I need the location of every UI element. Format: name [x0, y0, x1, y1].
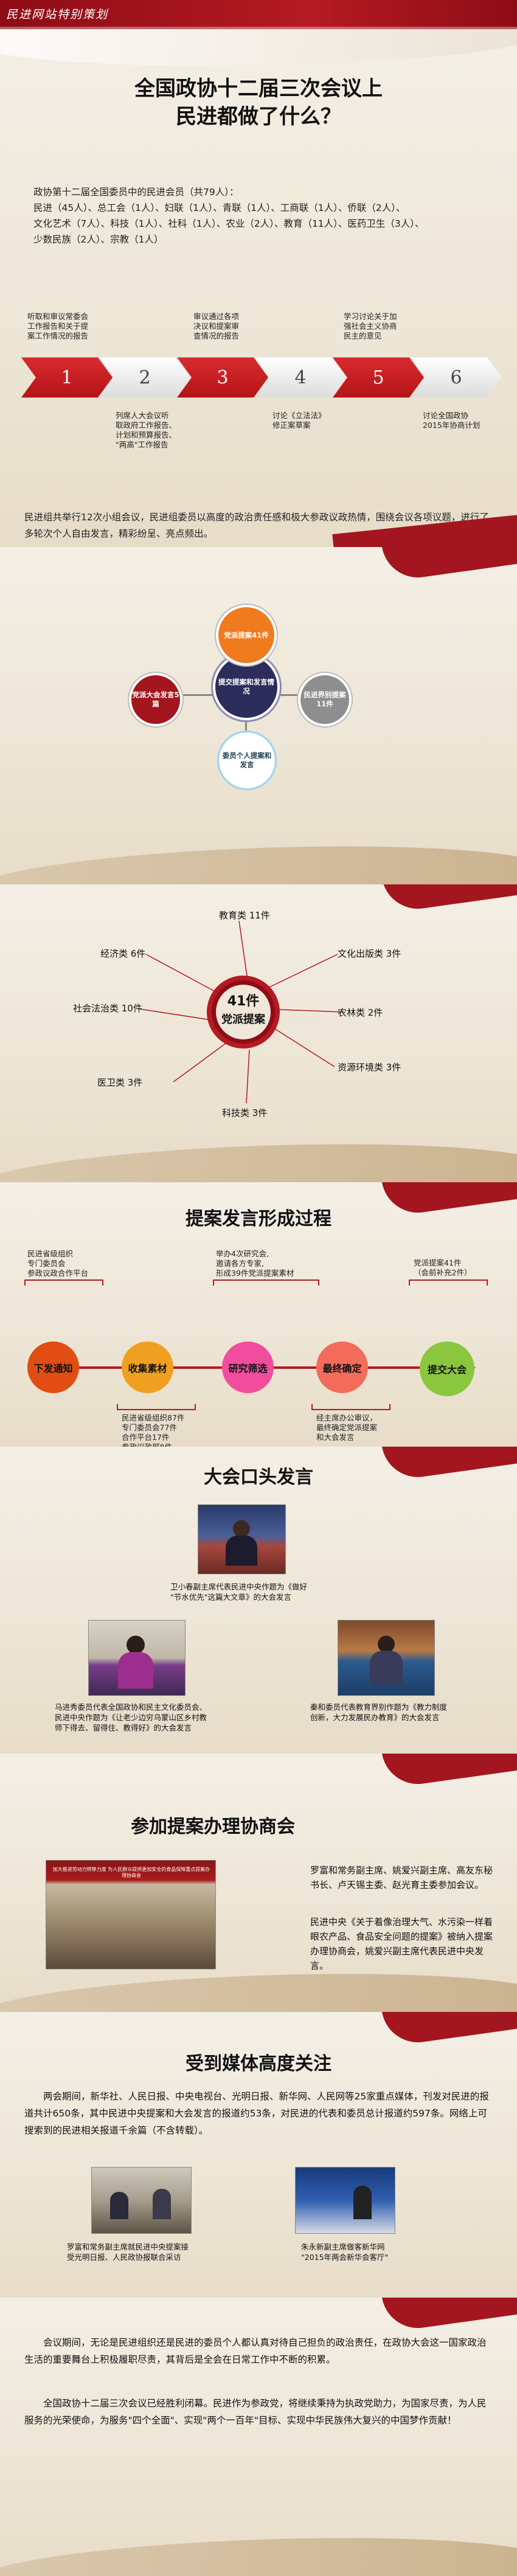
- session-steps: 1 2 3 4 5 6: [21, 357, 508, 398]
- members-list: 政协第十二届全国委员中的民进会员（共79人）： 民进（45人）、总工会（1人）、…: [33, 184, 514, 247]
- step-screen: 研究筛选: [222, 1341, 274, 1393]
- step-arrow: 4: [255, 357, 346, 398]
- speech-caption: 马进秀委员代表全国政协和民主文化委员会、 民进中央作题为《让老少边穷乌蒙山区乡村…: [55, 1703, 207, 1732]
- media-photo: [91, 2167, 192, 2234]
- media-section: 受到媒体高度关注 两会期间，新华社、人民日报、中央电视台、光明日报、新华网、人民…: [0, 2012, 517, 2298]
- consult-text-2: 民进中央《关于着像治理大气、水污染一样着眼农产品、食品安全问题的提案》被纳入提案…: [310, 1917, 493, 1971]
- process-note: 经主席办公审议， 最终确定党派提案 和大会发言: [316, 1413, 378, 1442]
- speeches-section: 大会口头发言 卫小春副主席代表民进中央作题为《做好 "节水优先"这篇大文章》的大…: [0, 1447, 517, 1754]
- proposals-section: 41件 党派提案 教育类 11件 文化出版类 3件 农林类 2件 资源环境类 3…: [0, 884, 517, 1182]
- topic-law: 社会法治类 10件: [73, 1003, 142, 1014]
- title-line-1: 全国政协十二届三次会议上: [134, 77, 383, 101]
- step-note: 讨论全国政协 2015年协商计划: [423, 411, 481, 430]
- hub-section: 提交提案和发言情况 党派提案41件 党派大会发言5篇 民进界别提案11件 委员个…: [0, 547, 517, 884]
- intro-section: 全国政协十二届三次会议上 民进都做了什么？ 政协第十二届全国委员中的民进会员（共…: [0, 29, 517, 547]
- step-note: 听取和审议常委会 工作报告和关于提 案工作情况的报告: [27, 312, 89, 340]
- process-note: 党派提案41件 （会前补充2件）: [414, 1258, 472, 1277]
- site-logo: 民进网站特别策划: [6, 8, 109, 21]
- proposals-spokes: [139, 920, 344, 1104]
- speech-photo: [338, 1620, 435, 1696]
- topic-technology: 科技类 3件: [222, 1107, 268, 1118]
- hub-bottom: 委员个人提案和发言: [219, 732, 275, 788]
- proposal-count: 41件: [227, 994, 260, 1009]
- meeting-summary: 民进组共举行12次小组会议，民进组委员以高度的政治责任感和极大参政议政热情，围绕…: [24, 512, 489, 539]
- speeches-title: 大会口头发言: [204, 1467, 313, 1488]
- step-arrow: 6: [411, 357, 502, 398]
- hub-left: 党派大会发言5篇: [129, 673, 182, 726]
- step-arrow: 1: [21, 357, 113, 398]
- title-line-2: 民进都做了什么？: [176, 105, 341, 129]
- consult-section: 参加提案办理协商会 加大推进劳动力转移力度 为人民群众提供更加安全的食品保障重点…: [0, 1754, 517, 2012]
- media-title: 受到媒体高度关注: [186, 2053, 331, 2075]
- step-note: 审议通过各项 决议和提案审 查情况的报告: [193, 312, 240, 340]
- speech-caption: 卫小春副主席代表民进中央作题为《做好 "节水优先"这篇大文章》的大会发言: [170, 1582, 308, 1602]
- speech-caption: 秦和委员代表教育界别作题为《教力制度 创新，大力发展民办教育》的大会发言: [310, 1703, 448, 1722]
- process-section: 提案发言形成过程 民进省级组织 专门委员会 参政议政合作平台 举办4次研究会, …: [0, 1182, 517, 1447]
- process-note: 举办4次研究会, 邀请各方专家, 形成39件党派提案素材: [216, 1249, 294, 1278]
- page-title: 全国政协十二届三次会议上 民进都做了什么？: [0, 75, 517, 131]
- speech-photo: [198, 1504, 286, 1574]
- members-line: 少数民族（2人）、宗教（1人）: [33, 234, 164, 245]
- closing-text-1: 会议期间，无论是民进组织还是民进的委员个人都认真对待自己担负的政治责任，在政协大…: [24, 2337, 487, 2365]
- topic-education: 教育类 11件: [219, 910, 270, 921]
- process-title: 提案发言形成过程: [186, 1208, 331, 1230]
- members-line: 民进（45人）、总工会（1人）、妇联（1人）、青联（1人）、工商联（1人）、侨联…: [33, 202, 406, 213]
- topic-agriculture: 农林类 2件: [338, 1007, 383, 1018]
- step-note: 列席人大会议听 取政府工作报告、 计划和预算报告、 "两高"工作报告: [116, 411, 177, 449]
- topic-environment: 资源环境类 3件: [338, 1062, 401, 1073]
- media-photo: [295, 2167, 395, 2234]
- topic-medical: 医卫类 3件: [97, 1077, 143, 1088]
- step-note: 学习讨论关于加 强社会主义协商 民主的意见: [344, 312, 397, 340]
- process-note: 民进省级组织 专门委员会 参政议政合作平台: [27, 1249, 89, 1278]
- step-notify: 下发通知: [27, 1341, 79, 1393]
- speech-photo: [88, 1620, 186, 1696]
- proposal-label: 党派提案: [221, 1013, 265, 1026]
- photo-banner-text: 加大推进劳动力转移力度 为人民群众提供更加安全的食品保障重点提案办理协商会: [52, 1867, 210, 1878]
- step-arrow: 5: [333, 357, 424, 398]
- media-caption: 罗富和常务副主席就民进中央提案接 受光明日报、人民政协报联合采访: [67, 2242, 189, 2262]
- step-arrow: 3: [177, 357, 268, 398]
- header-banner: 民进网站特别策划: [0, 0, 517, 29]
- hub-right: 民进界别提案11件: [298, 673, 352, 726]
- step-arrow: 2: [99, 357, 190, 398]
- topic-culture: 文化出版类 3件: [338, 948, 401, 959]
- hub-top: 党派提案41件: [216, 605, 277, 666]
- media-text: 两会期间，新华社、人民日报、中央电视台、光明日报、新华网、人民网等25家重点媒体…: [24, 2091, 489, 2136]
- closing-text-2: 全国政协十二届三次会议已经胜利闭幕。民进作为参政党，将继续秉持为执政党助力，为国…: [24, 2398, 487, 2426]
- process-note: 民进省级组织87件 专门委员会77件 合作平台17件 参政议政部8件: [122, 1413, 185, 1447]
- step-collect: 收集素材: [122, 1341, 173, 1393]
- topic-economy: 经济类 6件: [100, 948, 146, 959]
- members-line: 文化艺术（7人）、科技（1人）、社科（1人）、农业（2人）、教育（11人）、医药…: [33, 218, 425, 229]
- consult-text-1: 罗富和常务副主席、姚爱兴副主席、高友东秘书长、卢天锡主委、赵光育主委参加会议。: [310, 1865, 493, 1890]
- step-note: 讨论《立法法》 修正案草案: [272, 411, 326, 430]
- media-caption: 朱永新副主席做客新华网 "2015年两会新华会客厅": [301, 2242, 389, 2262]
- members-line: 政协第十二届全国委员中的民进会员（共79人）：: [33, 187, 239, 198]
- consult-title: 参加提案办理协商会: [131, 1816, 295, 1837]
- closing-section: 会议期间，无论是民进组织还是民进的委员个人都认真对待自己担负的政治责任，在政协大…: [0, 2298, 517, 2576]
- consult-photo: 加大推进劳动力转移力度 为人民群众提供更加安全的食品保障重点提案办理协商会: [46, 1860, 216, 1969]
- step-finalize: 最终确定: [316, 1341, 368, 1393]
- step-submit: 提交大会: [420, 1341, 474, 1396]
- header-stripe: [0, 27, 517, 29]
